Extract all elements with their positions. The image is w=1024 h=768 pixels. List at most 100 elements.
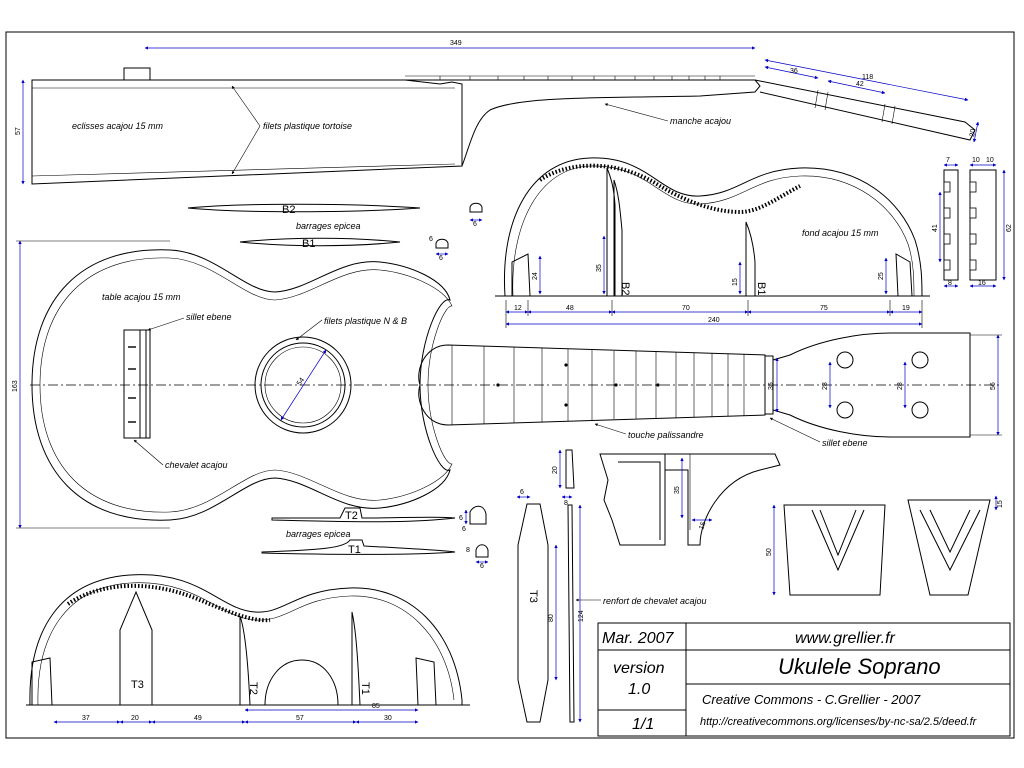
bridge-plate-dim-4: 80 [548, 614, 555, 622]
brace-b2 [187, 203, 421, 213]
bridge-plate-dim-3: 20 [552, 466, 559, 474]
kerfing-dim-4: 62 [1006, 224, 1013, 232]
back-width-2: 48 [566, 305, 574, 312]
inside-span: 85 [372, 703, 380, 710]
back-height-1: 24 [532, 272, 539, 280]
title-block-date: Mar. 2007 [602, 630, 675, 647]
bridge-plate-dim-1: 6 [520, 489, 524, 496]
top-inside-view: T3 T2 T1 37 20 49 57 30 85 [26, 574, 470, 724]
back-width-4: 75 [820, 305, 828, 312]
bridge-label: chevalet acajou [165, 460, 228, 470]
back-b2-label: B2 [619, 282, 631, 295]
bridge [123, 329, 151, 439]
heel-dim-4: 15 [997, 500, 1004, 508]
side-body-outline [31, 79, 463, 185]
top-braces: T2 barrages epicea T1 6 6 8 6 [261, 505, 489, 570]
heel-dim-1: 35 [674, 486, 681, 494]
nut-label: sillet ebene [186, 312, 232, 322]
top-brace-dim-4: 6 [480, 563, 484, 570]
tuner-hole [836, 351, 854, 369]
tail-block [907, 499, 991, 596]
back-brace-dim-3: 6 [439, 255, 443, 262]
brace-b1-mark: B1 [302, 238, 315, 250]
bridge-plate [517, 503, 549, 723]
back-braces: B2 barrages epicea B1 6 6 6 [187, 202, 483, 262]
back-width-5: 19 [902, 305, 910, 312]
fretboard-frets [451, 345, 745, 425]
sides-label: eclisses acajou 15 mm [72, 121, 164, 131]
top-kerfing [66, 583, 271, 623]
kerfing-dim-6: 16 [978, 280, 986, 287]
headstock-dim-4: 20 [969, 128, 977, 137]
back-height-4: 25 [878, 272, 885, 280]
heel-details: 35 15 50 15 [599, 453, 1004, 596]
neck-label: manche acajou [670, 116, 731, 126]
top-brace-dim-3: 8 [466, 547, 470, 554]
brace-b1 [239, 237, 401, 247]
brace-b2-mark: B2 [282, 204, 295, 216]
title-block: Mar. 2007 www.grellier.fr version 1.0 Uk… [597, 622, 1011, 737]
side-view: 349 57 36 42 118 20 [15, 40, 980, 185]
top-label: table acajou 15 mm [102, 292, 181, 302]
brace-t2-mark: T2 [345, 510, 358, 522]
bridge-plate-view: T3 6 8 20 80 124 renfort de chevalet aca… [516, 449, 707, 723]
soundhole-ring [254, 336, 352, 434]
inside-width-5: 30 [384, 715, 392, 722]
back-brace-dim-2: 6 [429, 236, 433, 243]
head-nut-label: sillet ebene [822, 438, 868, 448]
back-total-width: 240 [708, 317, 720, 324]
kerfing-dim-2: 10 [972, 157, 980, 164]
inside-width-2: 20 [131, 715, 139, 722]
inside-width-1: 37 [82, 715, 90, 722]
back-braces-label: barrages epicea [296, 221, 361, 231]
overall-length-text: 349 [450, 40, 462, 47]
kerfing-dim-3: 41 [932, 224, 939, 232]
kerfing-dim-5: 8 [948, 280, 952, 287]
brace-t1-mark: T1 [348, 544, 361, 556]
back-height-3: 15 [732, 278, 739, 286]
heel-dim-2: 15 [698, 521, 707, 531]
top-brace-dim-1: 6 [459, 515, 463, 522]
top-brace-dim-2: 6 [462, 526, 466, 533]
fretboard-label: touche palissandre [628, 430, 704, 440]
kerfing-dim-7: 10 [986, 157, 994, 164]
top-braces-label: barrages epicea [286, 529, 351, 539]
brace-t1 [261, 539, 456, 555]
drawing-frame [5, 31, 1015, 739]
side-heel-block [123, 67, 151, 81]
title-block-sheet: 1/1 [632, 716, 654, 733]
saddle [139, 329, 147, 439]
headstock-dim-3: 118 [862, 74, 873, 81]
head-dim-4: 56 [990, 382, 997, 390]
inside-t2-label: T2 [247, 682, 259, 695]
top-view: 54 163 table acajou 15 mm sillet ebene f… [12, 240, 1002, 529]
head-dim-2: 28 [822, 382, 829, 390]
body-depth-text: 57 [15, 127, 22, 135]
back-width-1: 12 [514, 305, 522, 312]
brace-t2 [271, 507, 456, 523]
head-dim-1: 35 [768, 382, 775, 390]
kerfing-detail: 7 10 10 41 62 8 16 [932, 157, 1013, 288]
neck-block [783, 504, 886, 596]
side-binding-label: filets plastique tortoise [263, 121, 352, 131]
title-block-version-label: version [613, 660, 665, 677]
back-width-3: 70 [682, 305, 690, 312]
back-b1-label: B1 [755, 282, 767, 295]
back-label: fond acajou 15 mm [802, 228, 879, 238]
side-fret-marks [439, 76, 721, 80]
bridge-plate-t3: T3 [527, 590, 539, 603]
top-width-text: 163 [12, 380, 19, 392]
inside-brace-t3 [119, 590, 153, 706]
inside-t1-label: T1 [359, 682, 371, 695]
back-view: B2 B1 24 35 15 25 fond acajou 15 mm 12 4… [495, 157, 930, 328]
bridge-plate-dim-5: 124 [578, 610, 585, 622]
title-block-website: www.grellier.fr [795, 630, 896, 647]
back-outline [503, 157, 923, 297]
top-binding-label: filets plastique N & B [324, 316, 407, 326]
headstock [772, 332, 971, 438]
back-kerfing [538, 163, 801, 215]
inside-width-4: 57 [296, 715, 304, 722]
headstock-dim-2: 42 [856, 81, 864, 88]
title-block-url: http://creativecommons.org/licenses/by-n… [700, 716, 978, 728]
